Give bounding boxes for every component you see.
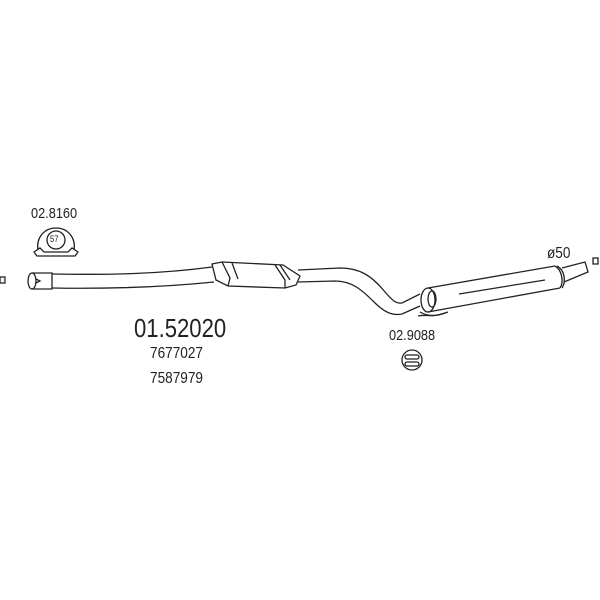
connection-marker-right — [592, 257, 599, 265]
part-number: 01.52020 — [134, 313, 227, 343]
tailpipe-diameter: ø50 — [547, 245, 571, 262]
front-pipe — [27, 266, 215, 290]
oem-number: 7587979 — [150, 370, 203, 387]
oem-number: 7677027 — [150, 345, 203, 362]
clamp-code: 02.8160 — [31, 205, 78, 222]
clamp-icon — [33, 227, 79, 257]
hanger-icon — [401, 349, 423, 371]
connection-marker-left — [0, 276, 6, 284]
hanger-code: 02.9088 — [389, 327, 436, 344]
clamp-size: 57 — [50, 234, 59, 244]
middle-pipe — [297, 267, 421, 316]
tailpipe — [561, 261, 589, 283]
rear-muffler — [417, 265, 565, 317]
center-muffler — [211, 261, 301, 289]
